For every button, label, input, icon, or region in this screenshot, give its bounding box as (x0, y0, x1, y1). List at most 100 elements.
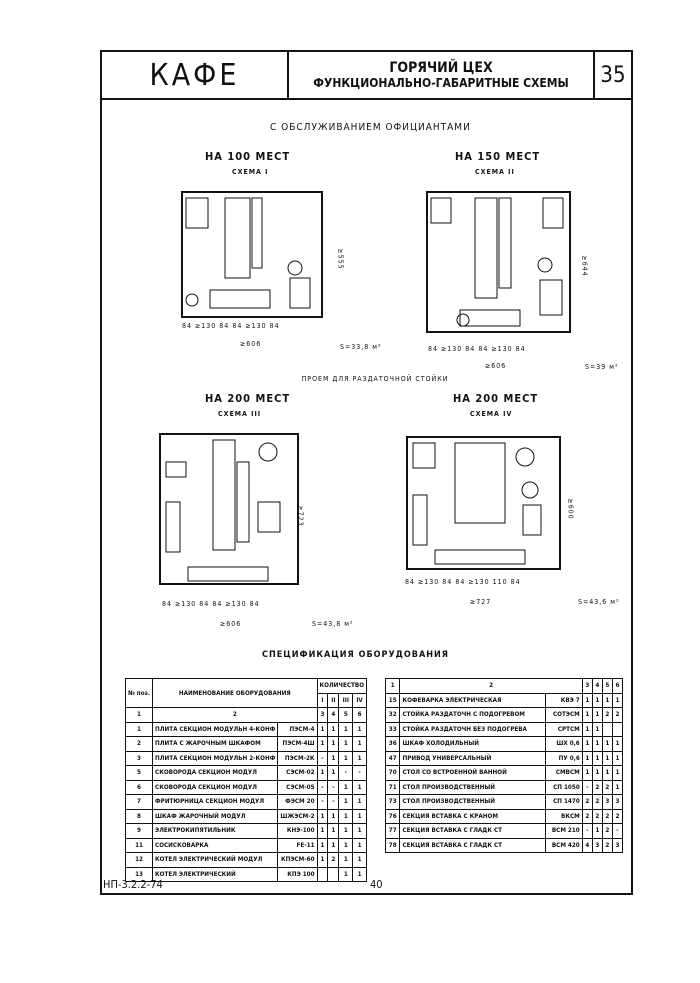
qty-3: 1 (338, 823, 354, 839)
col-scheme: IV (352, 692, 368, 708)
col-num: 3 (581, 678, 593, 694)
qty-4: 2 (611, 808, 624, 824)
qty-3: 1 (338, 750, 354, 766)
floor-plan-scheme1 (181, 191, 323, 318)
qty-1: - (316, 794, 329, 810)
item-number: 78 (384, 837, 401, 853)
qty-4: 1 (352, 852, 368, 868)
qty-4: 1 (611, 779, 624, 795)
qty-1: 1 (316, 736, 329, 752)
floor-plan-scheme3 (159, 433, 299, 585)
qty-2: 1 (591, 823, 603, 839)
qty-1: 1 (316, 808, 329, 824)
item-model: ПЭСМ-4Ш (277, 736, 318, 752)
item-number: 47 (384, 750, 401, 766)
qty-4: - (352, 765, 368, 781)
col-num: 4 (327, 707, 340, 723)
qty-2: 2 (591, 794, 603, 810)
qty-1: 4 (581, 837, 593, 853)
item-number: 13 (124, 866, 154, 882)
document-code: НП-3.2.2-74 (103, 878, 163, 891)
col-qty: КОЛИЧЕСТВО (316, 678, 368, 694)
item-model: СРТСМ (544, 721, 583, 737)
sheet-number: 35 (600, 62, 626, 88)
item-name: ШКАФ ХОЛОДИЛЬНЫЙ (399, 736, 546, 752)
item-model: ПЭСМ-2К (277, 750, 318, 766)
scheme1-width: ≥606 (240, 340, 262, 348)
item-name: КОФЕВАРКА ЭЛЕКТРИЧЕСКАЯ (399, 692, 546, 708)
qty-4: 1 (611, 765, 624, 781)
item-model: ПУ 0,6 (544, 750, 583, 766)
item-model: СП 1050 (544, 779, 583, 795)
item-name: СЕКЦИЯ ВСТАВКА С КРАНОМ (399, 808, 546, 824)
item-name: СЕКЦИЯ ВСТАВКА С ГЛАДК СТ (399, 823, 546, 839)
qty-1: 1 (316, 823, 329, 839)
item-name: СТОЙКА РАЗДАТОЧН С ПОДОГРЕВОМ (399, 707, 546, 723)
item-number: 12 (124, 852, 154, 868)
scheme4-title: НА 200 МЕСТ (453, 392, 539, 405)
subtitle-line1: ГОРЯЧИЙ ЦЕХ (389, 60, 493, 76)
title-kafe: КАФЕ (102, 52, 289, 98)
scheme3-label: СХЕМА III (218, 410, 262, 418)
qty-4: 1 (611, 692, 624, 708)
qty-4: 1 (352, 750, 368, 766)
item-name: ЭЛЕКТРОКИПЯТИЛЬНИК (152, 823, 279, 839)
section-title: С ОБСЛУЖИВАНИЕМ ОФИЦИАНТАМИ (270, 122, 471, 133)
item-name: СТОЛ СО ВСТРОЕННОЙ ВАННОЙ (399, 765, 546, 781)
qty-1: 1 (316, 852, 329, 868)
qty-4: 3 (611, 837, 624, 853)
qty-3: 2 (601, 837, 613, 853)
qty-4: - (611, 823, 624, 839)
scheme2-label: СХЕМА II (475, 168, 515, 176)
col-num: 5 (601, 678, 613, 694)
item-name: СТОЛ ПРОИЗВОДСТВЕННЫЙ (399, 779, 546, 795)
item-name: ШКАФ ЖАРОЧНЫЙ МОДУЛ (152, 808, 279, 824)
qty-2: 1 (327, 823, 340, 839)
scheme1-height: ≥555 (336, 248, 345, 270)
qty-3: 2 (601, 707, 613, 723)
qty-1: - (316, 779, 329, 795)
page-number: 40 (370, 878, 383, 891)
qty-1: 1 (581, 692, 593, 708)
qty-2: 1 (591, 750, 603, 766)
title-block: КАФЕ ГОРЯЧИЙ ЦЕХ ФУНКЦИОНАЛЬНО-ГАБАРИТНЫ… (100, 50, 633, 100)
qty-2: 1 (591, 765, 603, 781)
item-model: КПЭСМ-60 (277, 852, 318, 868)
qty-4: 1 (352, 794, 368, 810)
item-model: FE-11 (277, 837, 318, 853)
item-name: ФРИТЮРНИЦА СЕКЦИОН МОДУЛ (152, 794, 279, 810)
item-model: СП 1470 (544, 794, 583, 810)
scheme3-dims: 84 ≥130 84 84 ≥130 84 (162, 600, 260, 608)
qty-3 (601, 721, 613, 737)
qty-3: 1 (338, 794, 354, 810)
subtitle-block: ГОРЯЧИЙ ЦЕХ ФУНКЦИОНАЛЬНО-ГАБАРИТНЫЕ СХЕ… (289, 52, 595, 98)
qty-4: 1 (352, 823, 368, 839)
qty-3: 2 (601, 823, 613, 839)
qty-2: 1 (327, 750, 340, 766)
col-num: 2 (152, 707, 318, 723)
item-number: 6 (124, 779, 154, 795)
item-name: СТОЙКА РАЗДАТОЧН БЕЗ ПОДОГРЕВА (399, 721, 546, 737)
qty-4: 1 (352, 721, 368, 737)
qty-1: - (581, 779, 593, 795)
col-num: 4 (591, 678, 603, 694)
item-model: КПЭ 100 (277, 866, 318, 882)
scheme2-height: ≥644 (580, 255, 589, 277)
item-name: СОСИСКОВАРКА (152, 837, 279, 853)
qty-2: 1 (591, 721, 603, 737)
qty-2 (327, 866, 340, 882)
qty-4: 1 (352, 736, 368, 752)
item-name: СТОЛ ПРОИЗВОДСТВЕННЫЙ (399, 794, 546, 810)
qty-4: 3 (611, 794, 624, 810)
spec-title: СПЕЦИФИКАЦИЯ ОБОРУДОВАНИЯ (262, 650, 450, 660)
